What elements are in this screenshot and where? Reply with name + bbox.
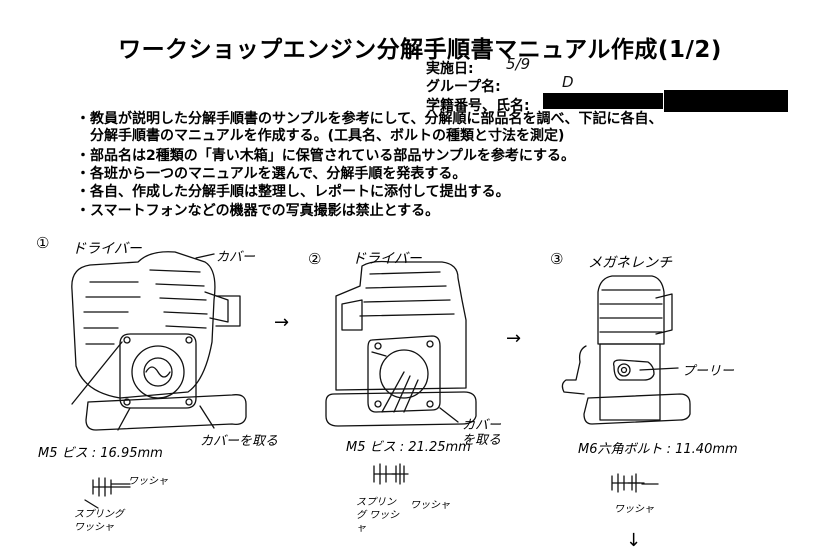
student-label: 学籍番号、氏名: <box>426 98 530 114</box>
step-1-tool: ドライバー <box>72 241 142 257</box>
arrow-down: ↓ <box>626 530 642 551</box>
arrow-1: → <box>274 312 290 333</box>
step-1-washer-label: ワッシャ <box>128 476 168 487</box>
step-1-action: カバーを取る <box>200 434 279 449</box>
step-3-number: ③ <box>550 250 564 268</box>
instruction-3: ・部品名は2種類の「青い木箱」に保管されている部品サンプルを参考にする。 <box>76 148 576 164</box>
instruction-1: ・教員が説明した分解手順書のサンプルを参考にして、分解順に部品名を調べ、下記に各… <box>76 111 663 127</box>
date-label: 実施日: <box>426 61 474 77</box>
engine-1-sketch <box>72 252 246 508</box>
step-2-bolt: M5 ビス : 21.25mm <box>346 440 471 455</box>
redaction-box-2 <box>664 90 788 112</box>
instruction-2: 分解手順書のマニュアルを作成する。(工具名、ボルトの種類と寸法を測定) <box>76 128 565 144</box>
step-3-part-label: プーリー <box>682 364 735 379</box>
redaction-box-1 <box>543 93 663 109</box>
instruction-4: ・各班から一つのマニュアルを選んで、分解手順を発表する。 <box>76 166 467 182</box>
step-1-bolt: M5 ビス : 16.95mm <box>38 446 163 461</box>
group-value: D <box>562 73 574 91</box>
instruction-5: ・各自、作成した分解手順は整理し、レポートに添付して提出する。 <box>76 184 510 200</box>
step-3-bolt: M6六角ボルト : 11.40mm <box>578 442 738 457</box>
page-title: ワークショップエンジン分解手順書マニュアル作成(1/2) <box>118 37 722 63</box>
step-1-part-label: カバー <box>216 250 256 265</box>
step-2-spring-label: スプリング ワッシャ <box>356 497 400 534</box>
instruction-6: ・スマートフォンなどの機器での写真撮影は禁止とする。 <box>76 203 440 219</box>
step-3-tool: メガネレンチ <box>588 255 672 271</box>
step-2-action: カバーを取る <box>462 418 502 448</box>
group-label: グループ名: <box>426 79 501 95</box>
step-3-washer-label: ワッシャ <box>614 504 654 515</box>
step-2-number: ② <box>308 250 322 268</box>
step-1-number: ① <box>36 234 50 252</box>
step-2-tool: ドライバー <box>352 251 422 267</box>
engine-2-sketch <box>326 262 476 485</box>
arrow-2: → <box>506 328 522 349</box>
step-1-spring-label: スプリング ワッシャ <box>74 509 124 533</box>
date-value: 5/9 <box>506 55 531 73</box>
engine-3-sketch <box>562 276 690 492</box>
step-2-washer-label: ワッシャ <box>410 500 450 511</box>
